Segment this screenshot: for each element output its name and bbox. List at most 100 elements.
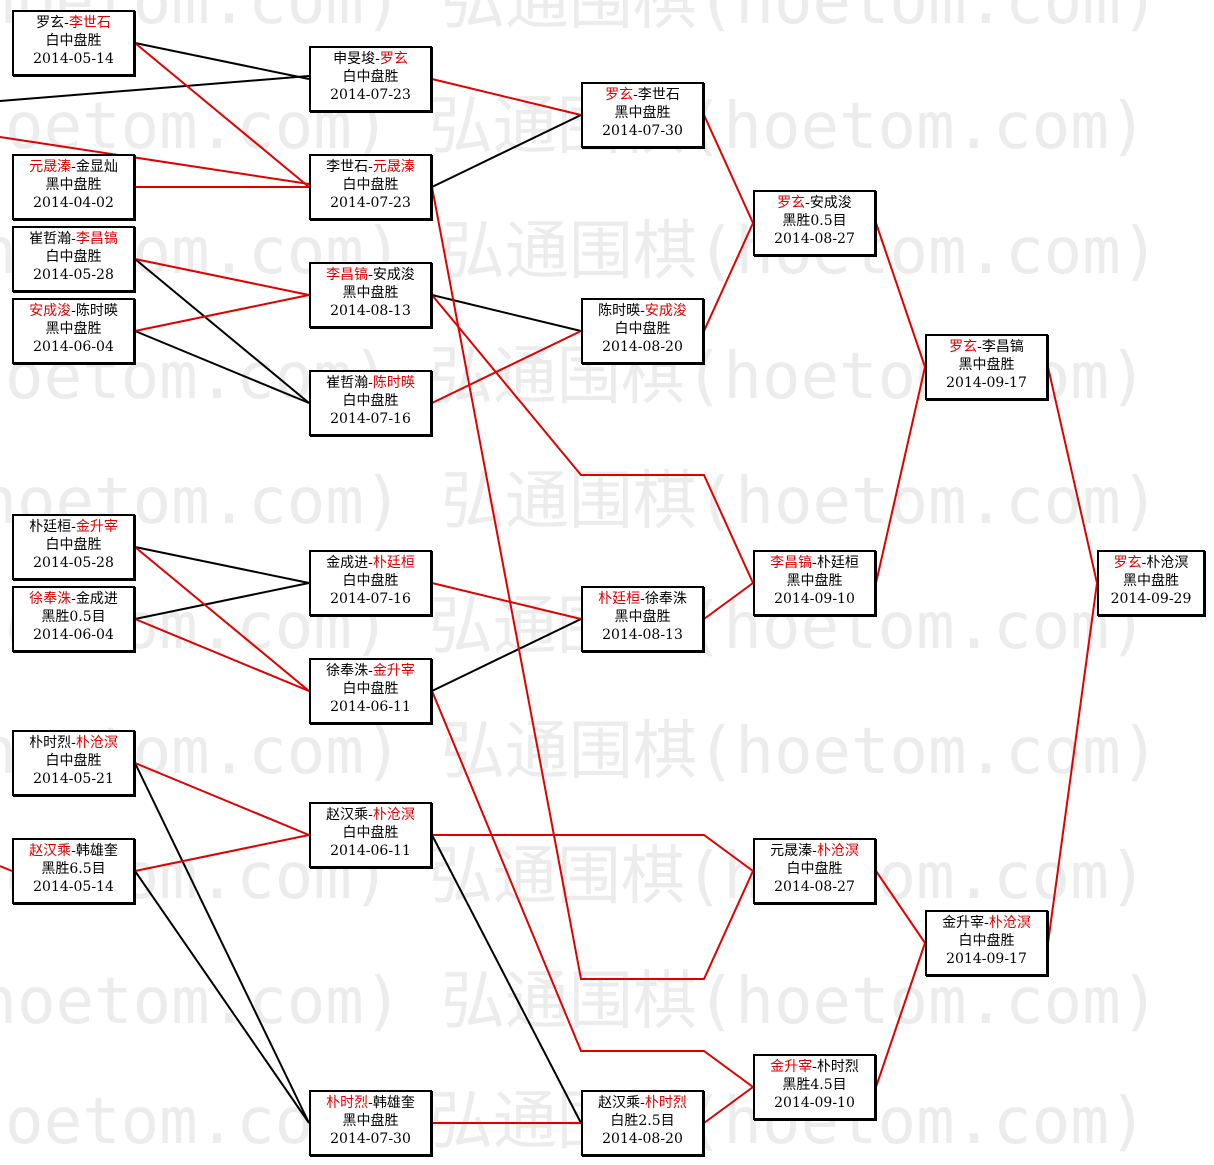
player-black: 李世石 (326, 159, 369, 175)
player-black: 赵汉乘 (29, 843, 72, 859)
player-white: 李世石 (637, 87, 680, 103)
match-result: 白中盘胜 (342, 177, 399, 193)
match-date: 2014-09-10 (774, 591, 855, 607)
winner-connector (1047, 366, 1098, 584)
player-white: 李世石 (68, 15, 111, 31)
watermark-text: 弘通围棋(hoetom.com) 弘通围棋(hoetom.com) (0, 965, 1160, 1039)
match-players: 金成进-朴廷桓 (311, 554, 430, 572)
player-white: 朴时烈 (644, 1095, 687, 1111)
versus-dash: - (368, 267, 373, 283)
watermark-text: 弘通围棋(hoetom.com) 弘通围棋(hoetom.com) (0, 840, 1147, 914)
match-date: 2014-07-23 (330, 195, 411, 211)
match-date: 2014-09-17 (946, 951, 1027, 967)
player-black: 安成浚 (29, 303, 72, 319)
match-players: 赵汉乘-朴沧溟 (311, 806, 430, 824)
player-black: 罗玄 (777, 195, 806, 211)
match-players: 赵汉乘-韩雄奎 (14, 842, 133, 860)
player-black: 金升宰 (942, 915, 985, 931)
winner-connector (875, 870, 926, 944)
player-white: 陈时暎 (372, 375, 415, 391)
winner-connector (431, 186, 754, 980)
player-black: 朴廷桓 (29, 519, 72, 535)
match-date: 2014-08-20 (602, 339, 683, 355)
player-white: 朴沧溟 (816, 843, 859, 859)
match-result: 黑中盘胜 (45, 321, 102, 337)
match-date: 2014-06-04 (33, 627, 114, 643)
loser-connector (134, 330, 310, 404)
winner-connector (431, 330, 582, 404)
winner-connector (431, 294, 754, 584)
match-date: 2014-06-11 (330, 843, 411, 859)
player-white: 安成浚 (372, 267, 415, 283)
versus-dash: - (368, 159, 373, 175)
loser-connector (134, 870, 310, 1124)
loser-connector (134, 42, 310, 80)
match-box[interactable]: 赵汉乘-韩雄奎黑胜6.5目 2014-05-14 (12, 838, 135, 904)
match-date: 2014-07-30 (330, 1131, 411, 1147)
match-date: 2014-05-14 (33, 879, 114, 895)
winner-connector (134, 258, 310, 296)
watermark-text: 弘通围棋(hoetom.com) 弘通围棋(hoetom.com) (0, 90, 1148, 164)
versus-dash: - (633, 87, 638, 103)
match-box[interactable]: 徐奉洙-金成进黑胜0.5目 2014-06-04 (12, 586, 135, 652)
winner-connector (134, 546, 310, 692)
match-players: 李世石-元晟溱 (311, 158, 430, 176)
player-black: 徐奉洙 (29, 591, 72, 607)
match-result: 黑胜0.5目 (41, 609, 106, 625)
winner-connector (875, 222, 926, 368)
winner-connector (431, 582, 582, 620)
player-black: 罗玄 (1113, 555, 1142, 571)
player-white: 安成浚 (809, 195, 852, 211)
player-white: 李昌镐 (75, 231, 118, 247)
player-white: 朴沧溟 (988, 915, 1031, 931)
loser-connector (134, 546, 310, 584)
player-white: 金显灿 (75, 159, 118, 175)
versus-dash: - (812, 843, 817, 859)
winner-connector (134, 42, 310, 188)
match-players: 朴时烈-朴沧溟 (14, 734, 133, 752)
player-black: 朴时烈 (29, 735, 72, 751)
match-result: 白中盘胜 (614, 321, 671, 337)
watermark-text: 弘通围棋(hoetom.com) 弘通围棋(hoetom.com) (0, 590, 1148, 664)
winner-connector (134, 762, 310, 836)
versus-dash: - (812, 555, 817, 571)
winner-connector (703, 114, 754, 224)
player-black: 崔哲瀚 (29, 231, 72, 247)
match-players: 徐奉洙-金成进 (14, 590, 133, 608)
match-date: 2014-08-13 (330, 303, 411, 319)
match-players: 金升宰-朴沧溟 (927, 914, 1046, 932)
match-players: 李昌镐-朴廷桓 (755, 554, 874, 572)
match-players: 申旻埈-罗玄 (311, 50, 430, 68)
match-result: 黑中盘胜 (614, 609, 671, 625)
match-players: 金升宰-朴时烈 (755, 1058, 874, 1076)
match-result: 白胜2.5目 (610, 1113, 675, 1129)
match-result: 白中盘胜 (342, 573, 399, 589)
match-box[interactable]: 李世石-元晟溱白中盘胜 2014-07-23 (309, 154, 432, 220)
match-players: 崔哲瀚-李昌镐 (14, 230, 133, 248)
match-result: 黑胜6.5目 (41, 861, 106, 877)
